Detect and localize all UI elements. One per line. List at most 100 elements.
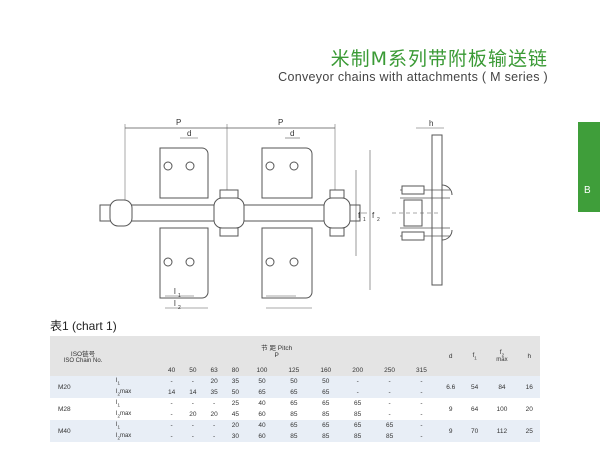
side-view (392, 127, 453, 286)
l1-value-cell: - (161, 420, 183, 431)
l2-value-cell: 30 (224, 431, 246, 442)
l2-value-cell: - (405, 431, 438, 442)
l1-value-cell: - (405, 376, 438, 387)
l1-value-cell: 65 (309, 398, 342, 409)
l2-value-cell: - (161, 431, 183, 442)
l1-value-cell: 50 (246, 376, 278, 387)
dim-label-p2: P (278, 118, 283, 127)
d-value-cell: 9 (437, 398, 465, 420)
l2-label-cell: l2max (116, 431, 161, 442)
dim-label-f1-sub: 1 (363, 217, 366, 223)
header-d: d (437, 336, 465, 376)
header-iso-chain: ISO链号 ISO Chain No. (50, 336, 116, 376)
l1-value-cell: - (161, 376, 183, 387)
l1-value-cell: 65 (373, 420, 406, 431)
pitch-header-cell: 100 (246, 364, 278, 376)
page-title-cn: 米制M系列带附板输送链 (330, 48, 548, 70)
l1-value-cell: 50 (309, 376, 342, 387)
l1-value-cell: 65 (277, 420, 310, 431)
page-title-en: Conveyor chains with attachments ( M ser… (278, 70, 548, 84)
dim-label-l2: l (174, 299, 176, 308)
f1-value-cell: 54 (464, 376, 486, 398)
attachment-plate-bottom-1 (159, 227, 209, 299)
l2-value-cell: 85 (309, 431, 342, 442)
dim-label-d2: d (290, 129, 294, 138)
l1-value-cell: 20 (224, 420, 246, 431)
l2-value-cell: - (405, 409, 438, 420)
section-tab-letter: B (584, 185, 591, 196)
l1-value-cell: 65 (341, 420, 374, 431)
dim-label-h: h (429, 119, 433, 128)
l1-value-cell: 40 (246, 420, 278, 431)
dim-label-f2: f (372, 211, 375, 220)
pitch-header-cell: 80 (224, 364, 246, 376)
l1-label-cell: l1 (116, 420, 161, 431)
l1-value-cell: - (405, 420, 438, 431)
header-f2: f2 max (485, 336, 519, 376)
l1-value-cell: - (203, 420, 225, 431)
dim-label-f2-sub: 2 (377, 217, 380, 223)
header-h: h (518, 336, 540, 376)
chain-technical-drawing: P P d d h f 1 f 2 l 1 l 2 (99, 118, 453, 311)
l2-value-cell: - (341, 387, 374, 398)
header-pitch: 节 距 Pitch P (116, 336, 438, 364)
h-value-cell: 16 (518, 376, 540, 398)
l2-label-cell: l2max (116, 409, 161, 420)
l1-value-cell: 50 (277, 376, 310, 387)
f2-value-cell: 112 (485, 420, 519, 442)
l2-value-cell: 85 (309, 409, 342, 420)
l2-value-cell: 35 (203, 387, 225, 398)
h-value-cell: 25 (518, 420, 540, 442)
dim-label-l1-sub: 1 (178, 293, 181, 299)
chain-number-cell: M28 (50, 398, 116, 420)
l1-value-cell: - (373, 398, 406, 409)
dim-label-p1: P (176, 118, 181, 127)
l1-value-cell: - (182, 398, 204, 409)
l2-value-cell: - (373, 409, 406, 420)
l2-value-cell: 65 (309, 387, 342, 398)
section-tab: B (578, 122, 600, 212)
chain-rollers (109, 189, 351, 237)
l2-value-cell: - (182, 431, 204, 442)
l2-value-cell: 85 (341, 431, 374, 442)
attachment-plate-top-1 (159, 147, 209, 199)
f2-value-cell: 84 (485, 376, 519, 398)
l2-value-cell: 85 (373, 431, 406, 442)
l1-value-cell: - (405, 398, 438, 409)
chain-spec-table: ISO链号 ISO Chain No. 节 距 Pitch P d f1 f2 … (50, 336, 540, 442)
l2-value-cell: 14 (182, 387, 204, 398)
l2-value-cell: 45 (224, 409, 246, 420)
pitch-header-cell: 63 (203, 364, 225, 376)
dim-label-l2-sub: 2 (178, 305, 181, 311)
l2-value-cell: 50 (224, 387, 246, 398)
l1-value-cell: 35 (224, 376, 246, 387)
l1-value-cell: 65 (309, 420, 342, 431)
l2-value-cell: 65 (277, 387, 310, 398)
chain-number-cell: M20 (50, 376, 116, 398)
l1-value-cell: 40 (246, 398, 278, 409)
dim-label-f1: f (358, 211, 361, 220)
d-value-cell: 6.6 (437, 376, 465, 398)
plate-holes (163, 161, 299, 267)
l1-label-cell: l1 (116, 398, 161, 409)
l1-value-cell: 65 (277, 398, 310, 409)
l2-value-cell: 85 (341, 409, 374, 420)
chain-number-cell: M40 (50, 420, 116, 442)
l2-value-cell: 85 (277, 431, 310, 442)
pitch-header-cell: 40 (161, 364, 183, 376)
f2-value-cell: 100 (485, 398, 519, 420)
l2-value-cell: 85 (277, 409, 310, 420)
label-spacer-cell (116, 364, 161, 376)
l2-value-cell: 20 (203, 409, 225, 420)
dim-label-d1: d (187, 129, 191, 138)
pitch-header-cell: 250 (373, 364, 406, 376)
f1-value-cell: 64 (464, 398, 486, 420)
d-value-cell: 9 (437, 420, 465, 442)
